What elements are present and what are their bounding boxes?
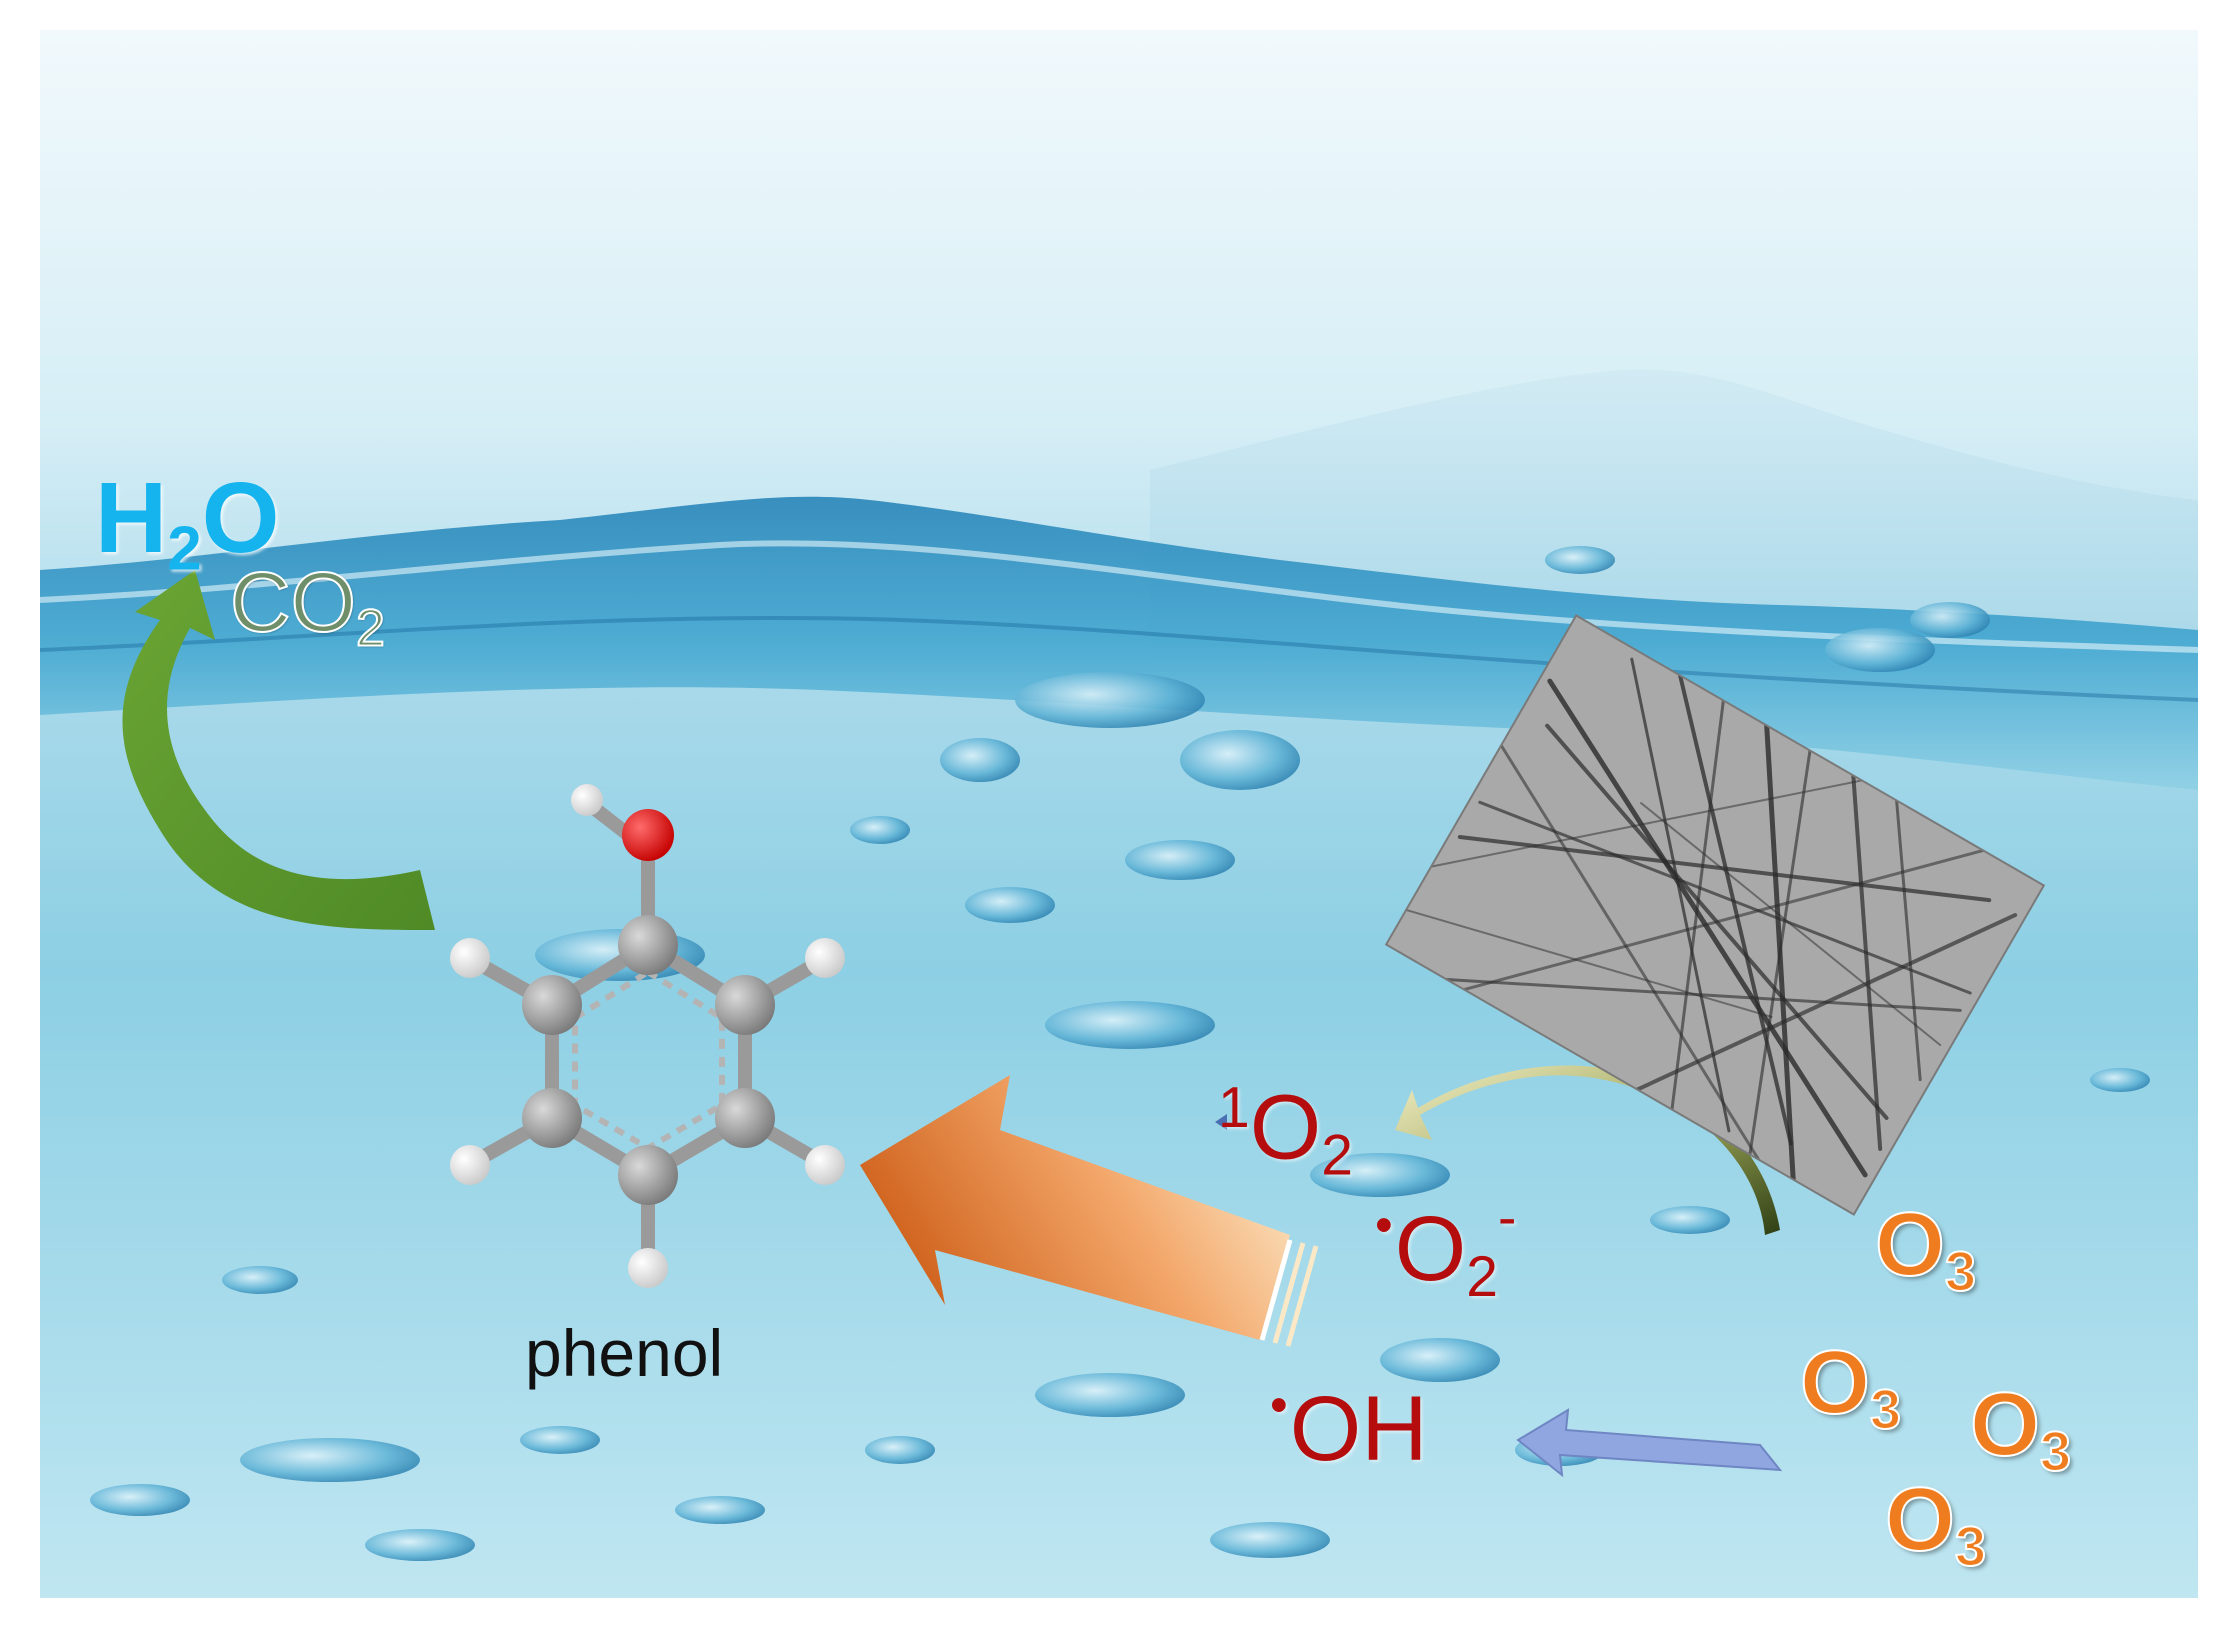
hydroxyl-radical-label: •OH [1270,1376,1428,1480]
hydroxyl-formation-arrow [1516,1408,1783,1478]
hydrogen-atom [450,1145,490,1185]
mineralization-arrow [122,570,435,930]
singlet-oxygen-label: 1O2 [1218,1076,1353,1188]
wave-crest-highlight [39,540,2199,653]
carbon-atom [618,1145,678,1205]
ozone-label: O3 [1884,1470,1987,1578]
hydrogen-atom [805,1145,845,1185]
small-marker-icon [1215,1114,1227,1130]
superoxide-radical-label: •O2- [1375,1186,1517,1310]
phenol-molecule-icon [450,784,845,1288]
wave-ripple [39,615,2199,702]
hydrogen-atom [450,938,490,978]
phenol-label: phenol [525,1316,724,1390]
oxygen-atom [622,809,674,861]
tem-inset [1384,614,2046,1216]
hydrogen-atom [628,1248,668,1288]
carbon-atom [522,975,582,1035]
ozone-label: O3 [1874,1195,1977,1303]
carbon-atom [715,1088,775,1148]
carbon-atom [715,975,775,1035]
oxidation-arrow [860,1075,1319,1347]
ozone-label: O3 [1969,1375,2072,1483]
co2-product-label: CO2 [229,555,386,658]
carbon-atom [522,1088,582,1148]
carbon-atom [618,915,678,975]
ozone-label: O3 [1799,1333,1902,1441]
water-product-label: H2O [95,462,280,584]
hydrogen-atom [805,938,845,978]
hydrogen-atom [571,784,603,816]
